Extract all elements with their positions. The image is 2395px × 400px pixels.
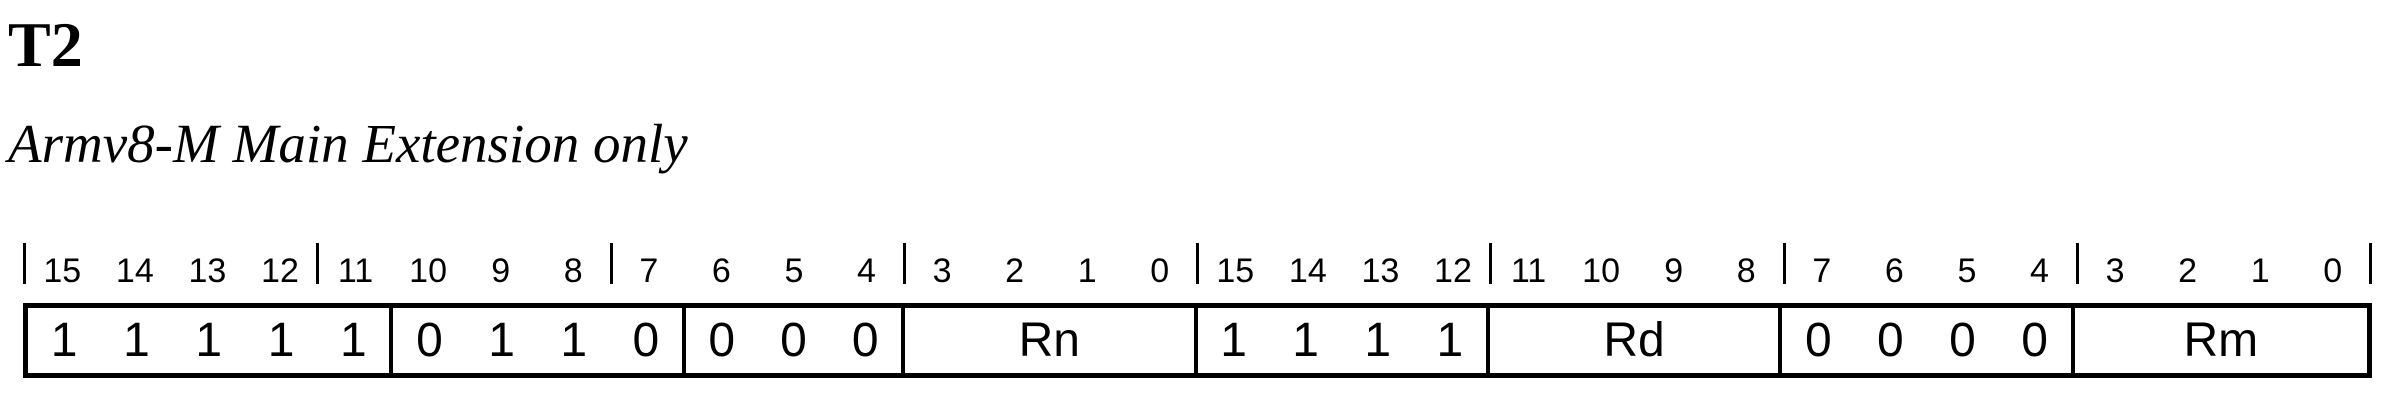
- bit-value: 0: [708, 313, 736, 367]
- bit-value: 1: [195, 313, 223, 367]
- bit-value: 0: [851, 313, 879, 367]
- bit-ruler-group: 3 2 1 0: [902, 243, 1196, 288]
- bit-number: 1: [1077, 252, 1097, 290]
- bit-value: 0: [632, 313, 660, 367]
- bit-ruler-group: 7 6 5 4: [609, 243, 903, 288]
- field-rd: Rd: [1490, 308, 1783, 373]
- bit-value: 1: [1220, 313, 1247, 367]
- field-label: Rd: [1603, 313, 1665, 367]
- bit-value: 1: [50, 313, 78, 367]
- bit-number: 5: [1957, 252, 1977, 290]
- bit-number: 6: [711, 252, 731, 290]
- bit-number: 7: [1812, 252, 1832, 290]
- bit-number: 14: [115, 252, 154, 290]
- bit-number: 3: [932, 252, 952, 290]
- bit-value: 1: [560, 313, 588, 367]
- bit-number: 2: [2178, 252, 2198, 290]
- bit-number: 12: [261, 252, 299, 290]
- bit-ruler-group: 15 14 13 12: [1196, 243, 1489, 288]
- bit-number: 1: [2250, 252, 2270, 290]
- bit-value: 0: [780, 313, 807, 367]
- bit-number: 8: [1736, 252, 1756, 290]
- bit-number: 11: [337, 252, 374, 290]
- bit-value: 1: [1436, 313, 1464, 367]
- bit-number: 5: [784, 252, 804, 290]
- bit-value: 0: [2021, 313, 2048, 367]
- bit-value: 1: [1364, 313, 1392, 367]
- bit-number: 14: [1288, 252, 1327, 290]
- bit-number: 0: [1150, 252, 1170, 290]
- field-label: Rm: [2183, 313, 2259, 367]
- bit-value: 1: [1292, 313, 1319, 367]
- bit-value: 1: [267, 313, 295, 367]
- bit-number: 11: [1510, 252, 1547, 290]
- field-label: Rn: [1018, 313, 1080, 367]
- bit-ruler-group: 7 6 5 4: [1782, 243, 2076, 288]
- bit-ruler-group: 15 14 13 12: [23, 243, 316, 288]
- field-rm: Rm: [2075, 308, 2367, 373]
- bit-number: 12: [1434, 252, 1472, 290]
- bit-number: 0: [2323, 252, 2343, 290]
- bit-value: 0: [1949, 313, 1976, 367]
- architecture-note: Armv8-M Main Extension only: [8, 113, 688, 174]
- bit-value: 1: [123, 313, 150, 367]
- bit-number: 10: [409, 252, 447, 290]
- bit-number: 6: [1884, 252, 1904, 290]
- bit-ruler-group: 11 10 9 8: [316, 243, 609, 288]
- bit-number: 7: [639, 252, 659, 290]
- bit-number: 8: [563, 252, 583, 290]
- page-title: T2: [8, 9, 83, 80]
- bit-value: 0: [416, 313, 443, 367]
- bit-number: 13: [188, 252, 227, 290]
- bit-number: 3: [2105, 252, 2125, 290]
- bit-ruler-group: 3 2 1 0: [2075, 243, 2369, 288]
- bit-ruler-group: 11 10 9 8: [1489, 243, 1782, 288]
- field-rn: Rn: [905, 308, 1198, 373]
- bit-number: 10: [1582, 252, 1620, 290]
- bit-value: 1: [488, 313, 515, 367]
- bit-number: 9: [491, 252, 511, 290]
- bit-value: 1: [339, 313, 367, 367]
- bit-number: 4: [2030, 252, 2049, 290]
- bit-number: 15: [43, 252, 82, 290]
- bit-number: 2: [1005, 252, 1025, 290]
- bit-value: 0: [1877, 313, 1904, 367]
- bit-number: 9: [1664, 252, 1684, 290]
- bit-value: 0: [1804, 313, 1832, 367]
- bit-number: 15: [1216, 252, 1255, 290]
- bit-number: 4: [857, 252, 876, 290]
- bit-number: 13: [1361, 252, 1400, 290]
